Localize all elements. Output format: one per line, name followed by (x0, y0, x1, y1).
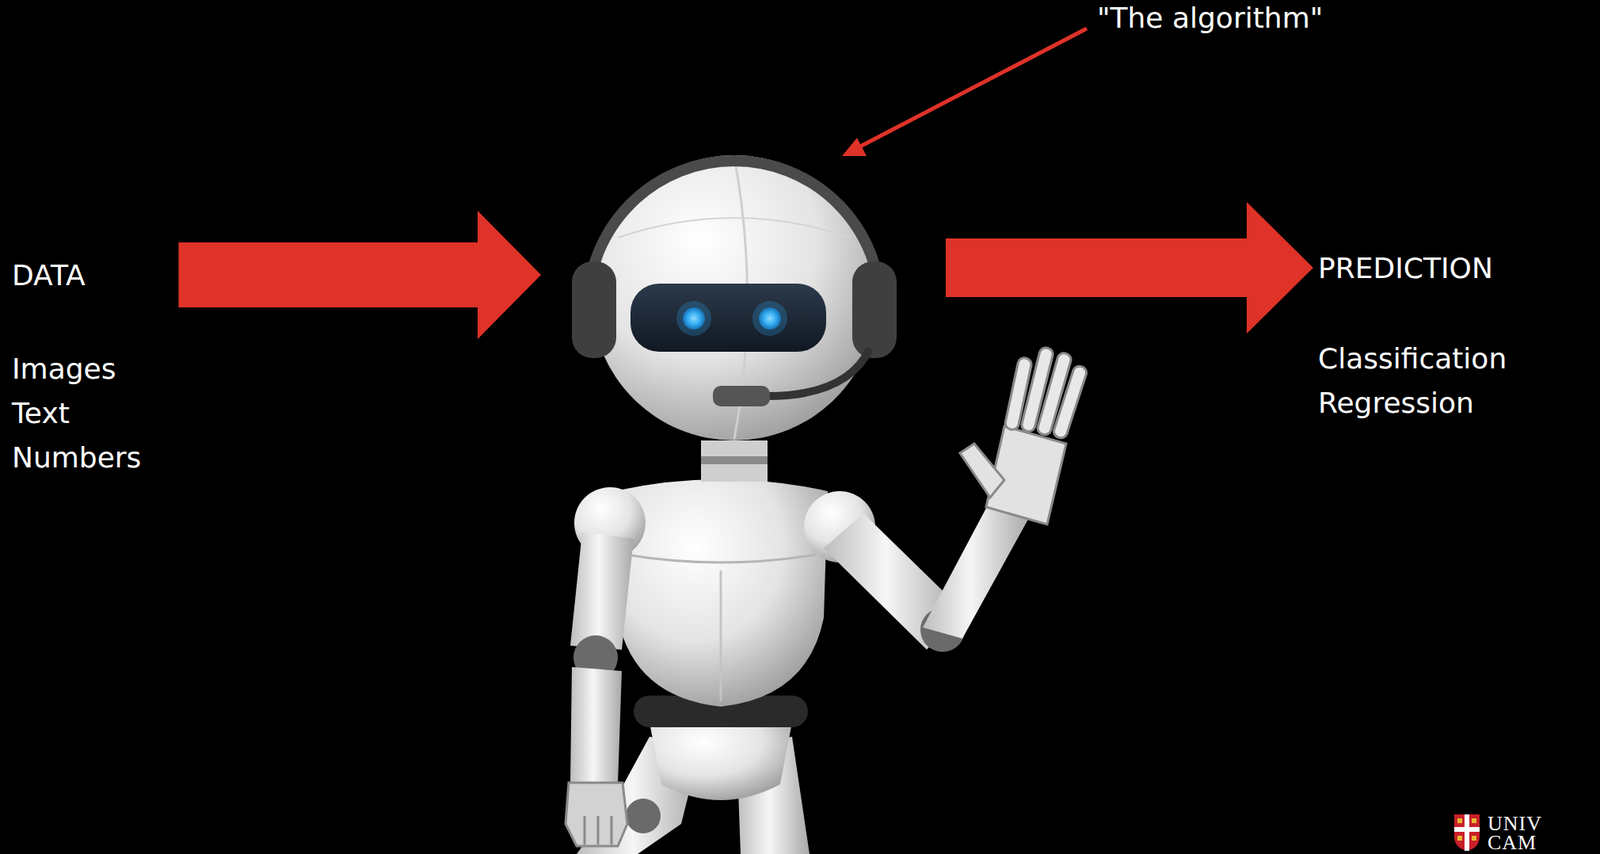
algorithm-robot: "The algorithm" (540, 158, 946, 854)
list-item: Regression (1318, 380, 1507, 426)
list-item: Images (11, 346, 141, 392)
output-group: PREDICTION ClassificationRegression (1318, 247, 1507, 426)
leader-arrowhead (841, 137, 867, 157)
leader-line (855, 28, 1087, 149)
list-item: Classification (1318, 336, 1507, 381)
logo-text: CAM (1487, 833, 1537, 853)
list-item: Numbers (11, 435, 141, 480)
callout-label: "The algorithm" (1097, 3, 1323, 33)
logo-text: UNIV (1487, 814, 1543, 834)
group-heading: DATA (11, 255, 141, 297)
block-arrow (945, 201, 1314, 334)
group-heading: PREDICTION (1318, 247, 1507, 290)
list-item: Text (11, 391, 141, 436)
input-group: DATA ImagesTextNumbers (11, 255, 141, 480)
block-arrow (178, 210, 541, 340)
university-crest (1454, 814, 1480, 851)
